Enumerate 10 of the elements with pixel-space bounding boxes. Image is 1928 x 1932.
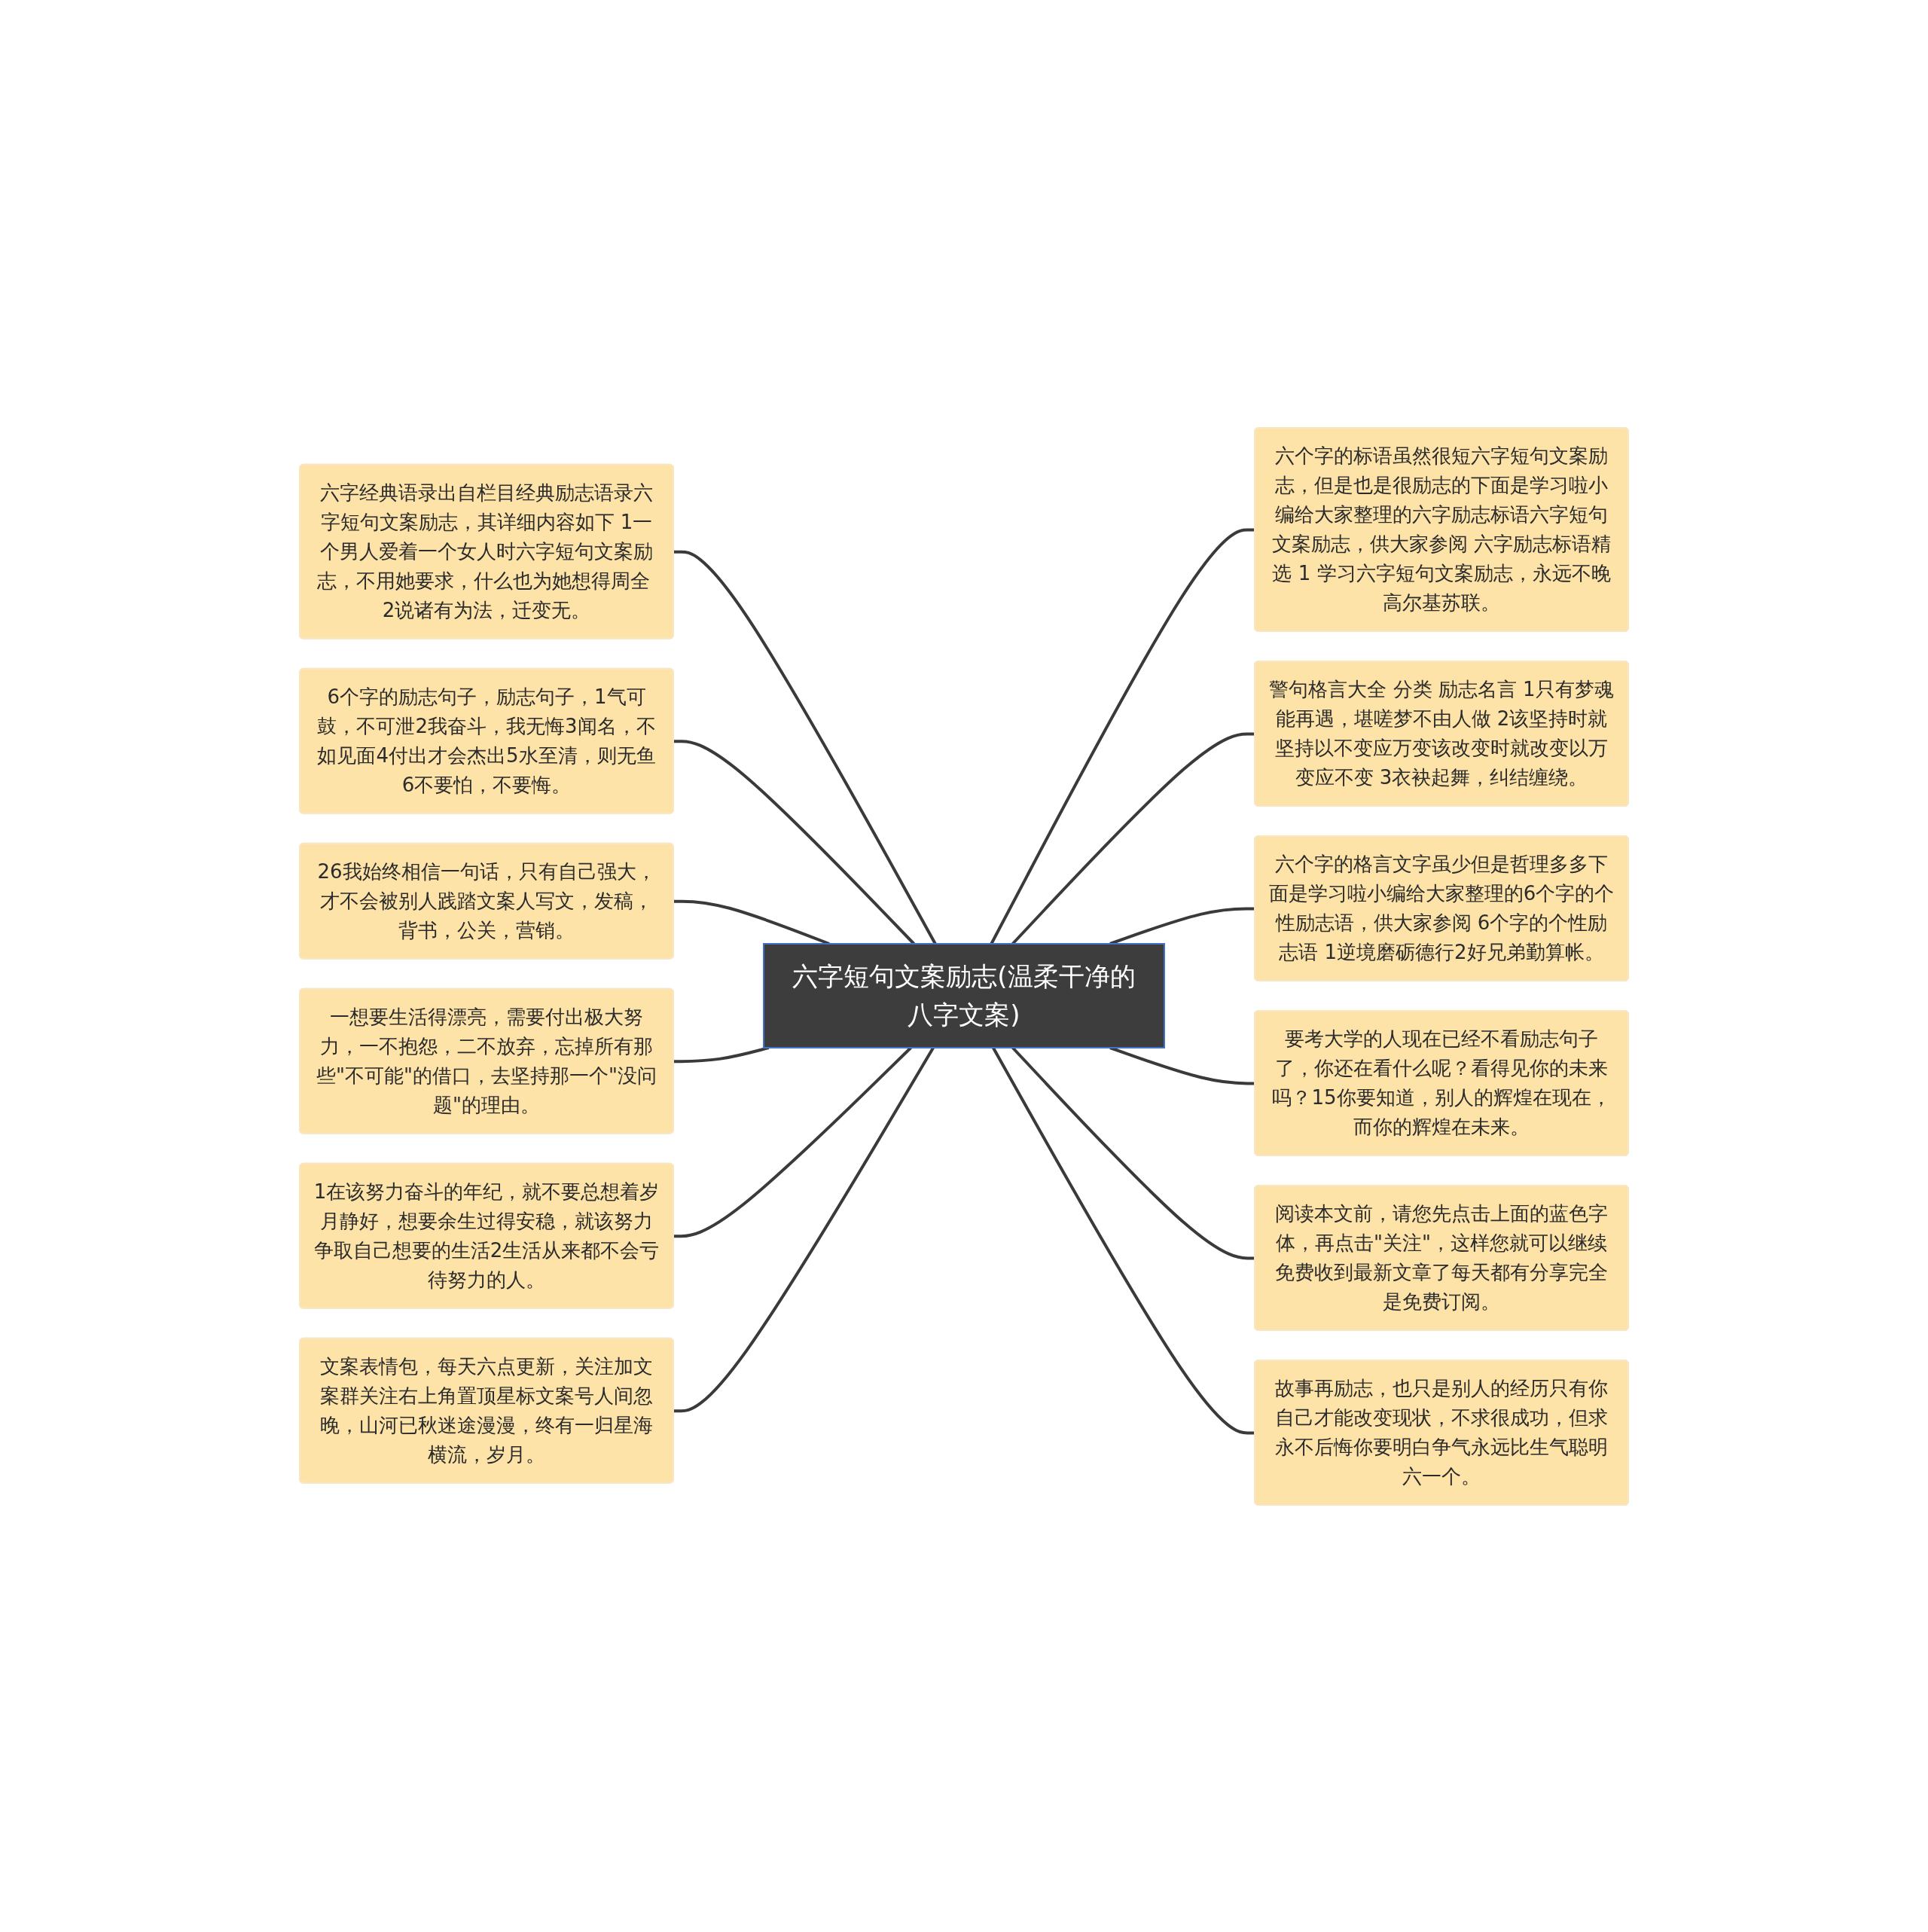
- connector: [1011, 1046, 1255, 1259]
- connector: [673, 739, 915, 945]
- connector: [990, 527, 1255, 945]
- node-box: 六字短句文案励志(温柔干净的八字文案): [763, 942, 1165, 1048]
- connector: [1011, 731, 1255, 945]
- connector: [673, 1046, 935, 1412]
- connector: [673, 550, 937, 945]
- connector: [673, 1045, 770, 1063]
- connector: [673, 1046, 912, 1238]
- connector: [992, 1046, 1255, 1434]
